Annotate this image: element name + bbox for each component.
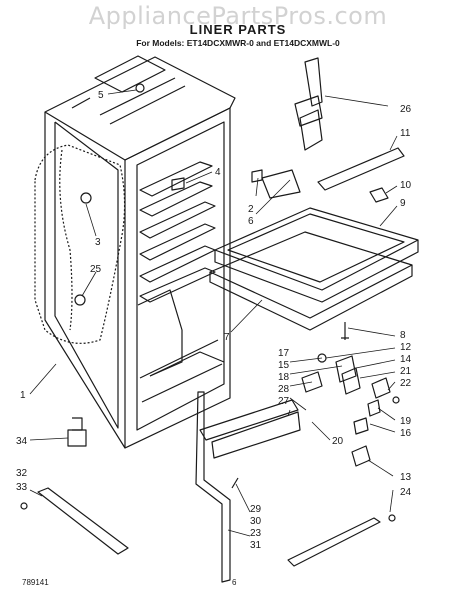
- callout-21: 21: [400, 366, 412, 377]
- callout-16: 16: [400, 428, 412, 439]
- callout-26: 26: [400, 104, 412, 115]
- control-components: [301, 353, 400, 467]
- callout-14: 14: [400, 354, 412, 365]
- page-number: 6: [232, 578, 237, 587]
- callout-5: 5: [98, 90, 104, 101]
- callout-29: 29: [250, 504, 262, 515]
- callout-6: 6: [248, 216, 254, 227]
- part-9-frame: [214, 207, 419, 303]
- part-24-screw: [388, 514, 396, 522]
- callout-18: 18: [278, 372, 290, 383]
- part-29-screw: [231, 477, 239, 489]
- callout-31: 31: [250, 540, 262, 551]
- part-5-screw: [135, 83, 145, 93]
- callout-7: 7: [224, 332, 230, 343]
- callout-numbers: 5 4 2 6 3 25 26 11 10 9 7 8 12 14 21 22 …: [16, 90, 412, 551]
- callout-3: 3: [95, 237, 101, 248]
- callout-34: 34: [16, 436, 28, 447]
- callout-32: 32: [16, 468, 28, 479]
- part-10-block: [369, 187, 389, 203]
- callout-12: 12: [400, 342, 412, 353]
- callout-25: 25: [90, 264, 102, 275]
- part-6-bracket: [261, 169, 301, 199]
- callout-28: 28: [278, 384, 290, 395]
- callout-22: 22: [400, 378, 412, 389]
- leader-lines: [29, 89, 398, 537]
- part-8-screw: [341, 322, 349, 340]
- callout-11: 11: [400, 128, 411, 139]
- callout-24: 24: [400, 487, 412, 498]
- part-7-gasket: [209, 231, 413, 331]
- callout-30: 30: [250, 516, 262, 527]
- liner-cabinet: [34, 55, 236, 449]
- callout-23: 23: [250, 528, 262, 539]
- part-33-screw: [20, 502, 28, 510]
- callout-33: 33: [16, 482, 28, 493]
- part-3-fastener: [80, 192, 92, 204]
- callout-10: 10: [400, 180, 412, 191]
- callout-4: 4: [215, 167, 221, 178]
- part-11-strip: [317, 147, 405, 191]
- watermark: AppliancePartsPros.com: [88, 2, 388, 30]
- part-27-bar: [199, 399, 301, 459]
- model-subtitle: For Models: ET14DCXMWR-0 and ET14DCXMWL-…: [136, 38, 340, 48]
- callout-13: 13: [400, 472, 412, 483]
- part-34-drain: [67, 417, 87, 447]
- diagram-title: LINER PARTS: [189, 22, 287, 37]
- callout-19: 19: [400, 416, 412, 427]
- part-26-channel: [294, 57, 323, 151]
- part-23-duct: [195, 391, 231, 583]
- part-32-rail: [37, 487, 129, 555]
- callout-2: 2: [248, 204, 254, 215]
- callout-8: 8: [400, 330, 406, 341]
- callout-1: 1: [20, 390, 26, 401]
- part-4-clip: [171, 177, 185, 191]
- callout-9: 9: [400, 198, 406, 209]
- part-2-clip: [251, 169, 263, 183]
- diagram-code: 789141: [22, 578, 49, 587]
- part-25-fastener: [74, 294, 86, 306]
- part-24-rail: [287, 517, 381, 567]
- callout-20: 20: [332, 436, 344, 447]
- callout-15: 15: [278, 360, 290, 371]
- callout-17: 17: [278, 348, 290, 359]
- callout-27: 27: [278, 396, 290, 407]
